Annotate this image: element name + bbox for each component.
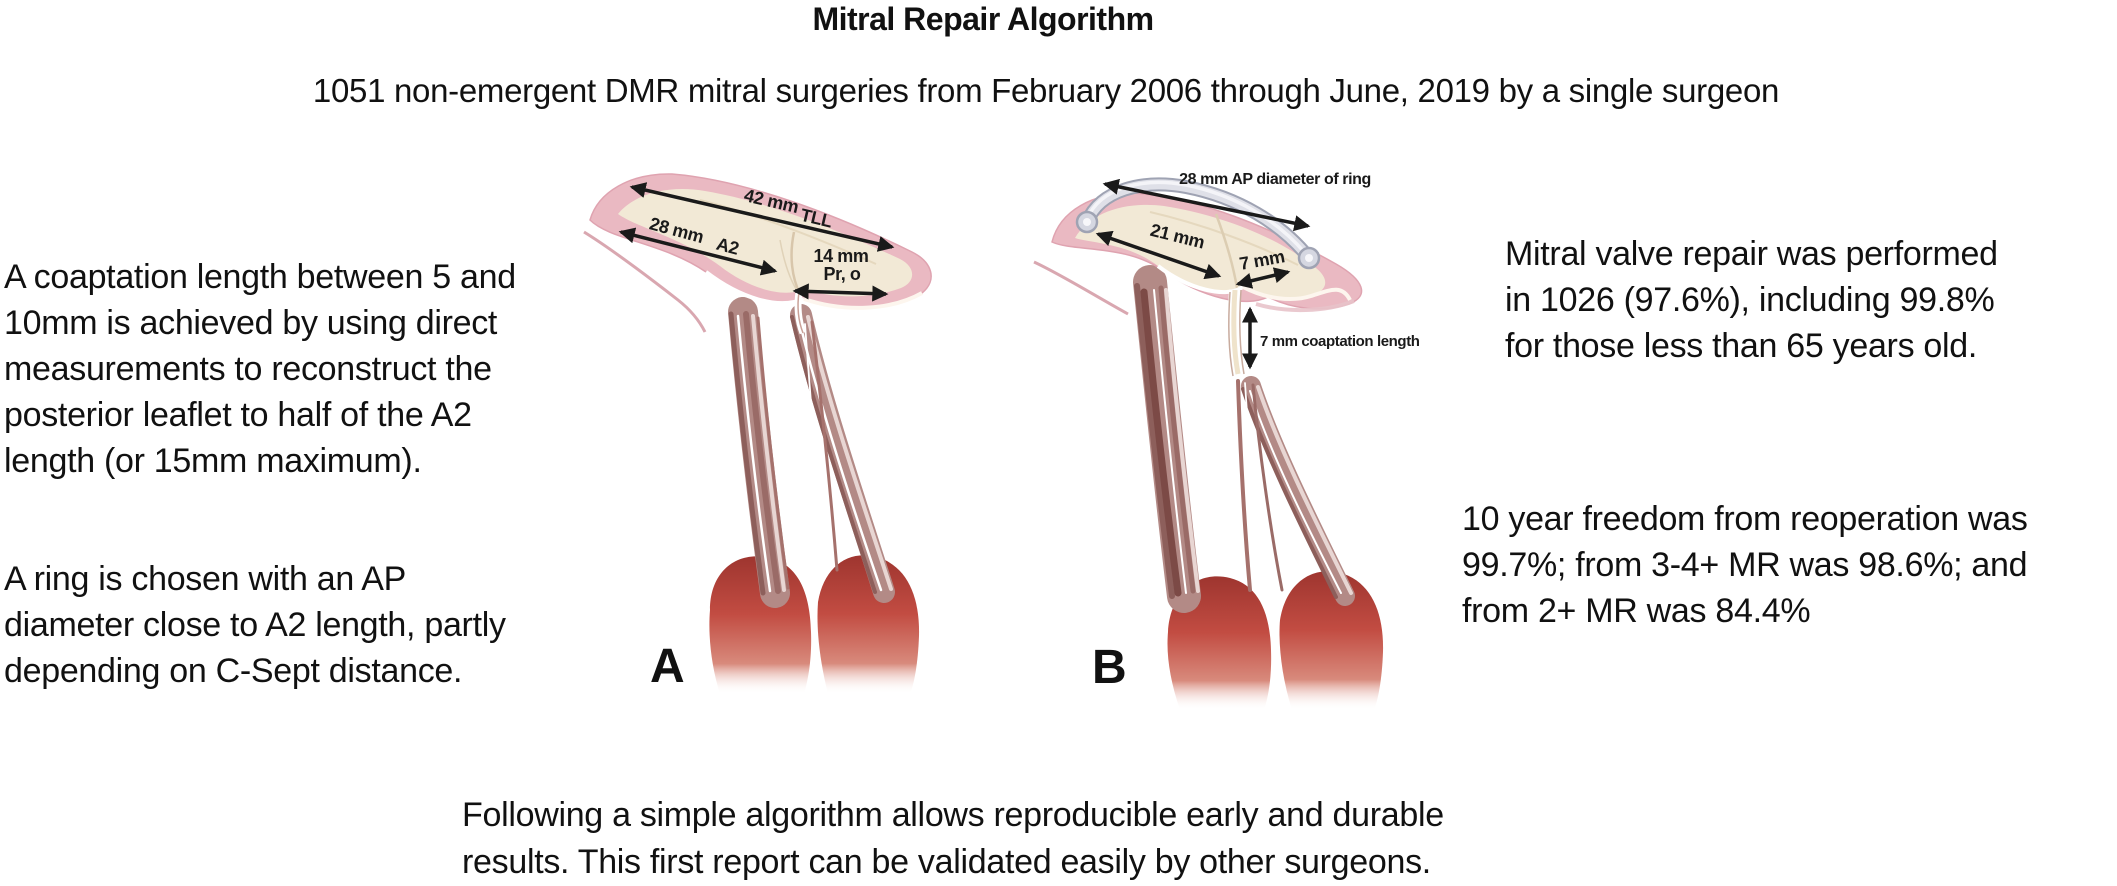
chordae-b [1133, 265, 1355, 613]
illustration-repaired-valve: 28 mm AP diameter of ring 21 mm 7 mm 7 m… [1033, 171, 1420, 710]
text-outcomes: 10 year freedom from reoperation was 99.… [1462, 500, 2028, 630]
arrow-a2-length [618, 227, 778, 276]
text-repair-rate: Mitral valve repair was performed in 102… [1505, 235, 1998, 365]
figure-subtitle: 1051 non-emergent DMR mitral surgeries f… [312, 72, 1780, 109]
arrow-total-leaflet-length [629, 182, 895, 252]
text-conclusion: Following a simple algorithm allows repr… [462, 796, 1444, 881]
arrow-a2-length-b [1095, 230, 1222, 280]
illustration-native-valve: 42 mm TLL 28 mm A2 14 mm Pr, o [583, 173, 932, 694]
chordae-a [728, 297, 895, 608]
annotation-coaptation-length: 7 mm coaptation length [1260, 333, 1420, 350]
coaptation-zone [1227, 289, 1245, 377]
text-coaptation-method: A coaptation length between 5 and 10mm i… [4, 258, 516, 480]
annotation-14mm: 14 mm [813, 246, 868, 266]
panel-b-label: B [1092, 641, 1127, 694]
figure-title: Mitral Repair Algorithm [812, 1, 1154, 37]
panel-a-label: A [650, 640, 685, 693]
text-ring-selection: A ring is chosen with an AP diameter clo… [4, 560, 506, 690]
arrow-posterior-length [792, 283, 889, 302]
arrow-ring-diameter [1102, 178, 1311, 232]
arrow-posterior-length-b [1235, 267, 1291, 289]
annotation-pro: Pr, o [823, 264, 860, 284]
measurement-arrows-b [1095, 178, 1311, 370]
annotation-ring-diameter: 28 mm AP diameter of ring [1179, 171, 1371, 188]
measurement-arrows-a [618, 182, 895, 302]
